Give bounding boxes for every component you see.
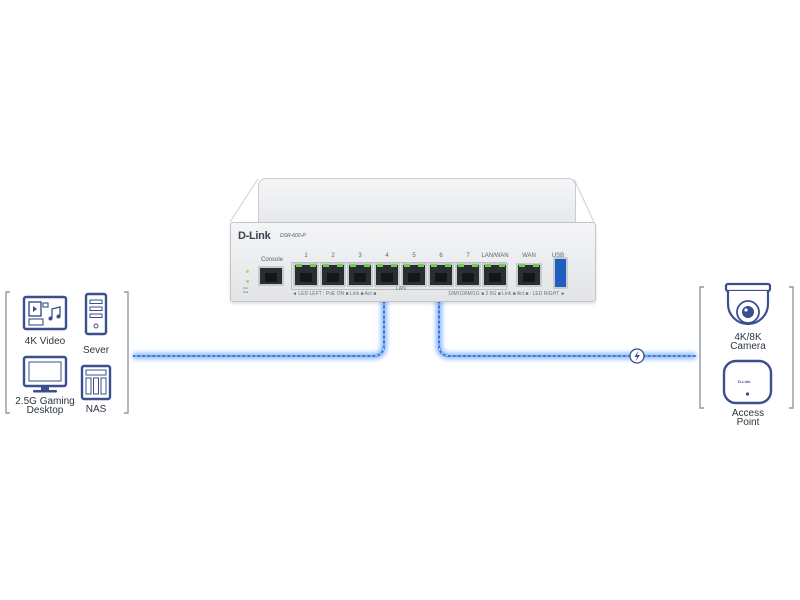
camera-icon bbox=[724, 282, 772, 326]
left-link-line bbox=[133, 298, 388, 360]
lightning-icon bbox=[629, 348, 645, 364]
lan-port-3[interactable] bbox=[347, 263, 373, 287]
usb-port[interactable] bbox=[553, 257, 568, 289]
led-right-legend: 10M/100M/1G ■ 2.5G ■ Link ■ Act ■ : LED … bbox=[448, 291, 566, 297]
server-icon bbox=[84, 292, 108, 336]
port-label-lan-wan: LAN/WAN bbox=[481, 253, 509, 259]
port-label-4: 4 bbox=[385, 253, 389, 259]
wan-label: WAN bbox=[522, 253, 536, 259]
lan-port-7[interactable] bbox=[455, 263, 481, 287]
console-port[interactable] bbox=[258, 266, 284, 286]
ap-logo: D-Link bbox=[738, 379, 751, 384]
router-top-panel bbox=[258, 178, 576, 224]
router-brand-logo: D-Link bbox=[238, 230, 271, 242]
ap-label-line2: Point bbox=[736, 418, 760, 425]
desktop-label-line1: 2.5G Gaming bbox=[15, 396, 75, 407]
ap-label-line1: Access bbox=[731, 408, 765, 419]
video-label: 4K Video bbox=[24, 336, 66, 347]
access-point-icon bbox=[722, 359, 773, 405]
usb-label: USB bbox=[551, 253, 565, 259]
router-model: DSR-600-P bbox=[280, 233, 306, 239]
lan-port-6[interactable] bbox=[428, 263, 454, 287]
led-left-legend: ◄ LED LEFT : PoE ON ■ Link ■ Act ■ bbox=[292, 291, 377, 297]
lan-port-1[interactable] bbox=[293, 263, 319, 287]
lan-group-label: LAN bbox=[396, 286, 406, 292]
right-device-bracket bbox=[699, 286, 794, 409]
status-led-label-stat: Stat bbox=[243, 290, 249, 294]
left-device-bracket bbox=[5, 291, 129, 414]
nas-label: NAS bbox=[85, 404, 107, 415]
lan-port-2[interactable] bbox=[320, 263, 346, 287]
nas-icon bbox=[80, 364, 112, 401]
port-label-3: 3 bbox=[358, 253, 362, 259]
camera-label-line1: 4K/8K bbox=[734, 332, 762, 343]
camera-label-line2: Camera bbox=[730, 341, 766, 352]
lan-port-5[interactable] bbox=[401, 263, 427, 287]
port-label-5: 5 bbox=[412, 253, 416, 259]
port-label-7: 7 bbox=[466, 253, 470, 259]
video-icon bbox=[22, 295, 68, 331]
wan-port[interactable] bbox=[516, 263, 542, 287]
port-label-6: 6 bbox=[439, 253, 443, 259]
status-led bbox=[246, 280, 249, 283]
lan-port-4[interactable] bbox=[374, 263, 400, 287]
server-label: Sever bbox=[82, 345, 110, 356]
port-label-2: 2 bbox=[331, 253, 335, 259]
desktop-label-line2: Desktop bbox=[26, 405, 64, 416]
console-label: Console bbox=[261, 257, 284, 263]
lan-wan-port[interactable] bbox=[482, 263, 508, 287]
power-led bbox=[246, 270, 249, 273]
status-led-label-pwr: Pwr bbox=[243, 286, 249, 290]
router-bevel bbox=[229, 178, 595, 223]
desktop-icon bbox=[22, 355, 68, 393]
port-label-1: 1 bbox=[304, 253, 308, 259]
right-link-line bbox=[435, 298, 696, 360]
